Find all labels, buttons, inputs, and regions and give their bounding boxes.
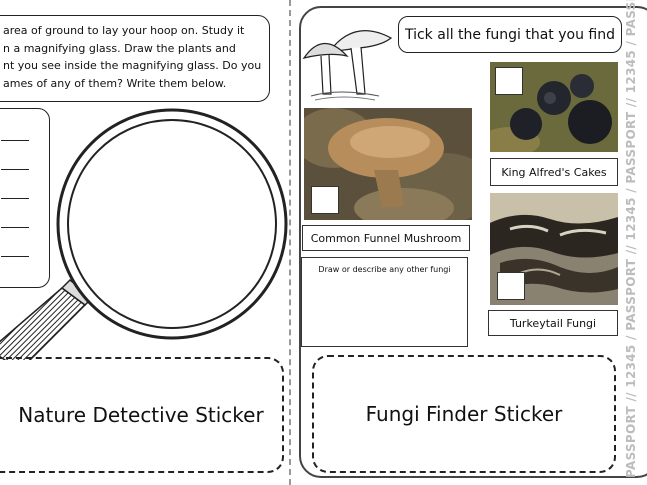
fungus-photo-funnel: [304, 108, 472, 220]
instruction-line: ames of any of them? Write them below.: [3, 76, 227, 90]
fungi-finder-sticker-label: Fungi Finder Sticker: [365, 402, 563, 426]
tick-box-funnel[interactable]: [311, 186, 339, 214]
writing-line[interactable]: [1, 227, 29, 228]
page-title: Tick all the fungi that you find: [404, 26, 616, 43]
tick-box-turkeytail[interactable]: [497, 272, 525, 300]
fungus-label-turkeytail: Turkeytail Fungi: [488, 310, 618, 336]
nature-detective-sticker-box: Nature Detective Sticker: [0, 357, 284, 473]
magnifier-handle-icon: [0, 278, 94, 360]
funnel-mushroom-image: [304, 108, 472, 220]
writing-line[interactable]: [1, 198, 29, 199]
notes-box[interactable]: [0, 108, 50, 288]
magnifying-glass-illustration: [0, 108, 288, 360]
instructions-box: area of ground to lay your hoop on. Stud…: [0, 15, 270, 102]
fungus-name: Turkeytail Fungi: [509, 316, 597, 330]
fungi-finder-sticker-box: Fungi Finder Sticker: [312, 355, 616, 473]
passport-side-text: PASSPORT // 12345 / PASSPORT // 12345 / …: [624, 0, 638, 478]
tick-box-king-alfreds[interactable]: [495, 67, 523, 95]
fungus-label-king-alfreds: King Alfred's Cakes: [490, 158, 618, 186]
turkeytail-fungi-image: [490, 193, 618, 305]
fungus-name: Common Funnel Mushroom: [310, 231, 462, 245]
fungus-name: King Alfred's Cakes: [501, 165, 607, 179]
writing-line[interactable]: [1, 169, 29, 170]
other-fungi-prompt: Draw or describe any other fungi: [318, 265, 451, 274]
mushroom-illustration-icon: [302, 30, 393, 101]
instruction-line: n a magnifying glass. Draw the plants an…: [3, 41, 236, 55]
page-border: [299, 6, 647, 478]
writing-line[interactable]: [1, 140, 29, 141]
fungus-label-funnel: Common Funnel Mushroom: [302, 225, 470, 251]
nature-detective-sticker-label: Nature Detective Sticker: [18, 403, 264, 427]
other-fungi-box[interactable]: Draw or describe any other fungi: [301, 257, 468, 347]
instruction-line: area of ground to lay your hoop on. Stud…: [3, 24, 245, 37]
instruction-line: nt you see inside the magnifying glass. …: [3, 59, 262, 72]
magnifier-lens-drawing-area: [67, 119, 277, 329]
page-title-box: Tick all the fungi that you find: [398, 16, 622, 53]
fungus-photo-turkeytail: [490, 193, 618, 305]
writing-line[interactable]: [1, 256, 29, 257]
page-divider: [289, 0, 291, 485]
